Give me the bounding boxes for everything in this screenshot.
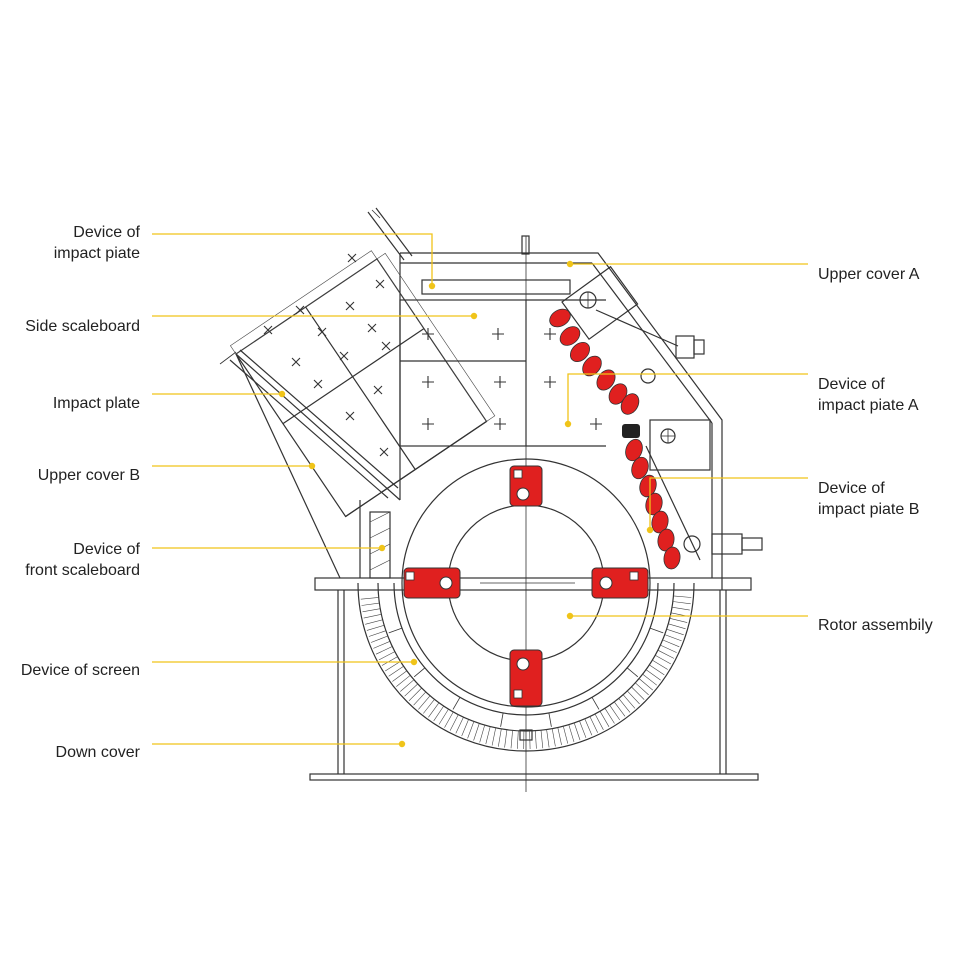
leader-rotor-assembly-dot — [566, 612, 574, 620]
cross-mark-0 — [347, 253, 357, 263]
leader-impact-plate-dot — [278, 390, 286, 398]
hammer-right — [591, 567, 649, 599]
impact-plate-b-segment-5 — [657, 528, 675, 552]
middle-flange — [314, 577, 752, 591]
hammers — [403, 465, 649, 707]
cross-mark-2 — [295, 305, 305, 315]
cross-mark-10 — [313, 379, 323, 389]
plus-mark-6 — [422, 418, 434, 430]
cross-mark-6 — [367, 323, 377, 333]
front-scaleboard — [369, 511, 391, 579]
impact-plate-b-segment-4 — [651, 510, 669, 534]
cross-mark-11 — [373, 385, 383, 395]
leader-device-of-impact-plate-b — [649, 477, 808, 530]
cross-mark-1 — [375, 279, 385, 289]
leader-device-of-impact-plate-dot — [428, 282, 436, 290]
impact-plate-a-segment-2 — [569, 341, 591, 363]
plus-mark-7 — [494, 418, 506, 430]
cross-mark-4 — [263, 325, 273, 335]
hammer-top — [509, 465, 543, 507]
impact-plate-a — [549, 265, 705, 415]
impact-plate-b-segment-2 — [639, 474, 657, 498]
upper-cover-b-outline — [235, 353, 401, 501]
label-down-cover: Down cover — [55, 744, 140, 761]
base-plate — [309, 773, 759, 781]
hammer-bottom — [509, 649, 543, 707]
impact-plate-a-segment-1 — [559, 326, 581, 346]
impact-plate-b-segment-6 — [663, 546, 681, 570]
impact-plate-b-segment-0 — [625, 438, 643, 462]
leader-upper-cover-b-dot — [308, 462, 316, 470]
cross-mark-13 — [379, 447, 389, 457]
impact-plate-b-segment-1 — [631, 456, 649, 480]
impact-plate-device-bar — [421, 279, 571, 295]
leader-device-of-front-scaleboard-dot — [378, 544, 386, 552]
cross-mark-12 — [345, 411, 355, 421]
plus-mark-0 — [422, 328, 434, 340]
label-upper-cover-b: Upper cover B — [37, 467, 140, 484]
leader-lines — [152, 233, 808, 748]
cross-mark-7 — [381, 341, 391, 351]
cross-mark-5 — [317, 327, 327, 337]
cross-mark-9 — [339, 351, 349, 361]
machine-frame — [219, 207, 759, 792]
upper-cover-a-outline — [400, 252, 723, 590]
leader-device-of-screen-dot — [410, 658, 418, 666]
hammer-left — [403, 567, 461, 599]
label-side-scaleboard: Side scaleboard — [25, 318, 140, 335]
label-device-of-screen: Device of screen — [20, 662, 140, 679]
plus-mark-8 — [590, 418, 602, 430]
plus-mark-1 — [492, 328, 504, 340]
leader-device-of-impact-plate — [152, 233, 433, 286]
plus-mark-2 — [544, 328, 556, 340]
cross-mark-3 — [345, 301, 355, 311]
rotor-outer-circle — [401, 458, 651, 708]
plus-mark-3 — [422, 376, 434, 388]
impact-plate-a-segment-4 — [596, 369, 616, 391]
impact-plate-a-segment-0 — [549, 308, 571, 328]
impact-plate-a-segment-6 — [620, 393, 640, 415]
leader-device-of-impact-plate-a-dot — [564, 420, 572, 428]
label-upper-cover-a: Upper cover A — [818, 266, 920, 283]
label-impact-plate: Impact plate — [52, 395, 140, 412]
plus-mark-5 — [544, 376, 556, 388]
plate-marks — [263, 253, 602, 457]
leader-device-of-impact-plate-b-dot — [646, 526, 654, 534]
leader-side-scaleboard-dot — [470, 312, 478, 320]
impact-plate-b — [622, 419, 763, 570]
plus-mark-4 — [494, 376, 506, 388]
screen-device — [357, 582, 695, 752]
label-rotor-assembly: Rotor assembily — [818, 617, 933, 634]
leader-upper-cover-a-dot — [566, 260, 574, 268]
leader-down-cover-dot — [398, 740, 406, 748]
cross-mark-8 — [291, 357, 301, 367]
leader-device-of-impact-plate-a — [567, 373, 808, 424]
